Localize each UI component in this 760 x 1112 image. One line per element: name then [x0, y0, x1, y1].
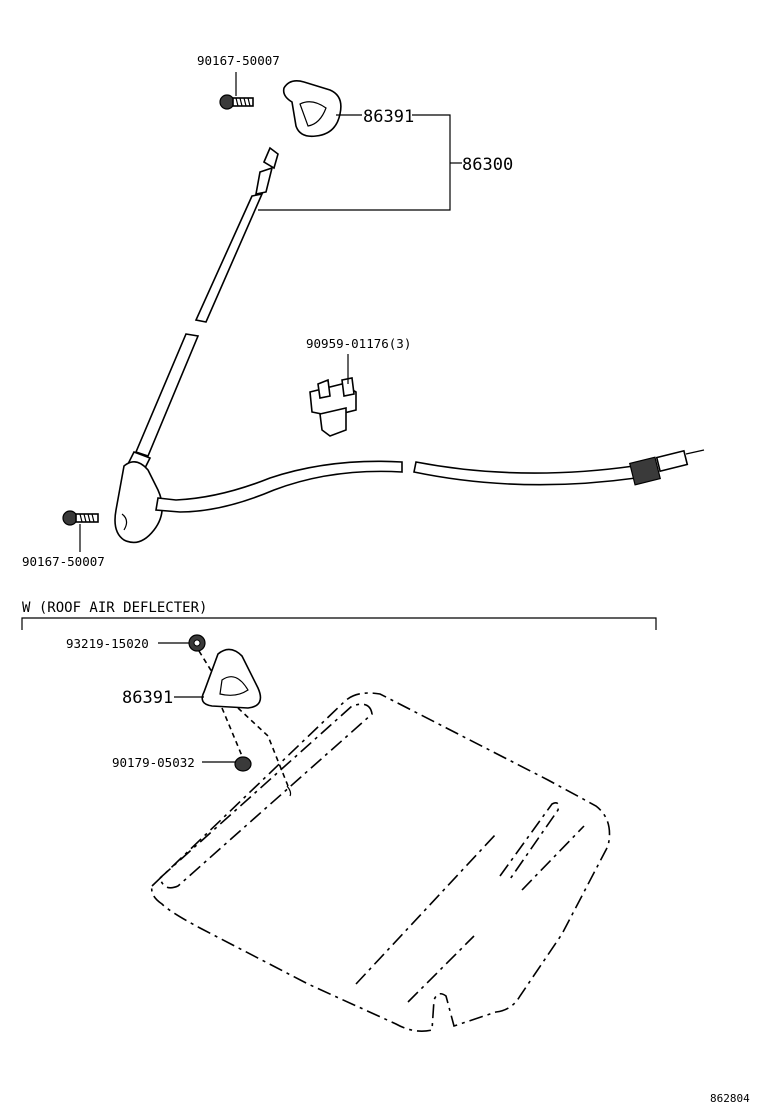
- screw-bottom: [62, 510, 99, 526]
- antenna-base: [114, 461, 163, 544]
- antenna-mast-lower: [126, 333, 200, 472]
- washer: [234, 756, 252, 772]
- nut: [188, 634, 206, 652]
- bracket-86300: [258, 114, 451, 211]
- screw-top: [219, 94, 254, 110]
- antenna-cable: [155, 460, 637, 513]
- section-title: W (ROOF AIR DEFLECTER): [22, 600, 207, 616]
- cable-connector: [628, 449, 705, 486]
- antenna-pad-bottom: [201, 648, 262, 709]
- antenna-pad-top: [282, 80, 342, 138]
- guide-line-nut: [198, 650, 213, 673]
- figure-id: 862804: [710, 1092, 750, 1105]
- label-nut: 93219-15020: [66, 636, 149, 651]
- label-antenna-assy: 86300: [462, 155, 513, 175]
- guide-line-washer: [221, 707, 243, 757]
- label-pad-bottom: 86391: [122, 688, 173, 708]
- roof-air-deflector: [150, 692, 611, 1032]
- guide-line-hole: [237, 707, 289, 787]
- antenna-mast-upper: [194, 146, 279, 323]
- label-screw-bottom: 90167-50007: [22, 554, 105, 569]
- label-screw-top: 90167-50007: [197, 53, 280, 68]
- cable-clamp: [309, 377, 357, 437]
- label-washer: 90179-05032: [112, 755, 195, 770]
- label-pad-top: 86391: [363, 107, 414, 127]
- section-bracket: [21, 617, 657, 630]
- label-clamp: 90959-01176(3): [306, 336, 411, 351]
